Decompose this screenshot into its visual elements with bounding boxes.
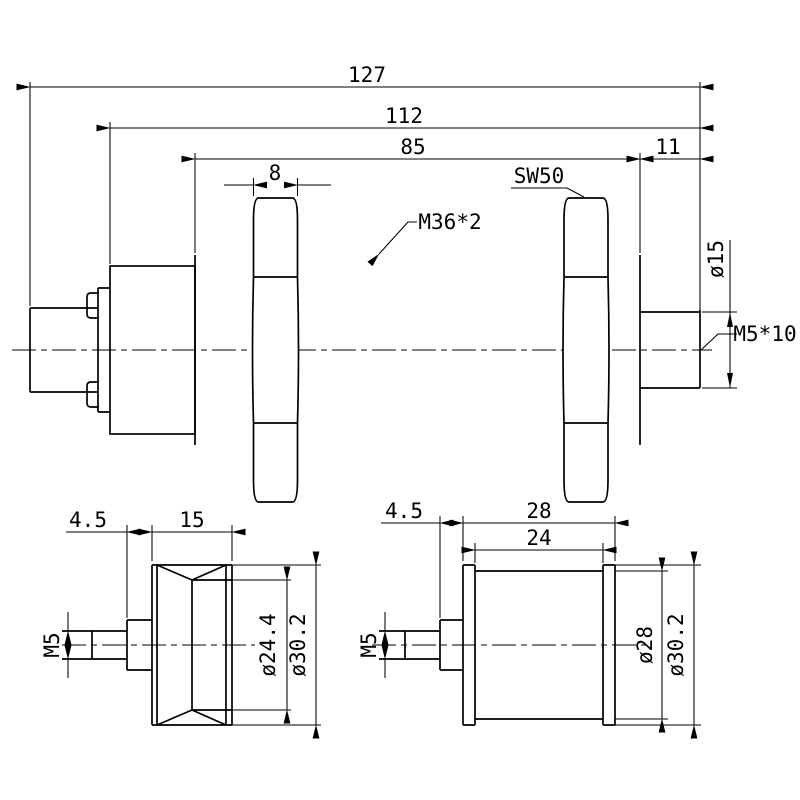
dia28-text: ø28 (633, 626, 657, 664)
dim-11-text: 11 (655, 135, 680, 159)
label-end-thread: M5*10 (700, 322, 797, 351)
dim-right-boss: 4.5 (381, 499, 454, 527)
dim-stub-length: 11 (626, 135, 714, 163)
m5-right-text: M5 (357, 632, 381, 657)
dim-nut-width: 8 (224, 161, 331, 189)
right-cap-body (379, 564, 616, 726)
dim-groove-diameter: ø24.4 (256, 566, 291, 724)
dim-right-stub-thread: M5 (357, 612, 389, 678)
hex-nut-1 (251, 197, 300, 503)
end-stub (640, 310, 701, 389)
m5-left-text: M5 (40, 632, 64, 657)
accessory-view-left: 4.5 15 M5 ø24.4 ø30.2 (40, 508, 321, 739)
m36-text: M36*2 (418, 210, 481, 234)
dim-right-body-width: 24 (461, 526, 617, 554)
left-cap-body (62, 564, 233, 726)
label-thread-spec: M36*2 (367, 210, 482, 267)
dia302-right-text: ø30.2 (664, 613, 688, 676)
dim-45-right-text: 4.5 (385, 499, 423, 523)
button-top (86, 292, 99, 319)
dim-thread-length: 85 (181, 135, 654, 163)
dim-left-boss: 4.5 (66, 508, 141, 536)
dim-left-stub-thread: M5 (40, 612, 72, 678)
dim-left-outer-diameter: ø30.2 (286, 551, 320, 739)
dim-body-length: 112 (96, 104, 714, 132)
dia244-text: ø24.4 (256, 613, 280, 676)
dim-left-width: 15 (138, 508, 246, 536)
dim-stub-diameter: ø15 (704, 240, 733, 388)
dim-85-text: 85 (400, 135, 425, 159)
m5x10-text: M5*10 (733, 322, 796, 346)
dim-8-text: 8 (269, 161, 282, 185)
label-wrench-size: SW50 (511, 164, 585, 198)
dim-15-text: 15 (179, 508, 204, 532)
dim-24-text: 24 (526, 526, 551, 550)
accessory-view-right: 4.5 28 24 M5 ø28 ø30.2 (357, 499, 701, 739)
dim-112-text: 112 (385, 104, 423, 128)
dim-45-left-text: 4.5 (69, 508, 107, 532)
dim-overall-length: 127 (16, 63, 714, 91)
rod-end-plate (86, 287, 110, 413)
dia302-left-text: ø30.2 (286, 613, 310, 676)
dim-right-body-diameter: ø28 (633, 557, 666, 733)
dim-28-text: 28 (526, 499, 551, 523)
dim-right-outer-width: 28 (449, 499, 629, 527)
button-bottom (86, 381, 99, 408)
dim-right-outer-diameter: ø30.2 (664, 551, 698, 739)
hex-nut-2 (562, 197, 610, 503)
dia15-text: ø15 (704, 240, 728, 278)
extension-lines-main (29, 82, 737, 389)
dim-127-text: 127 (348, 63, 386, 87)
sw50-text: SW50 (514, 164, 565, 188)
main-view: 127 112 85 11 8 SW50 M36*2 (12, 63, 797, 503)
